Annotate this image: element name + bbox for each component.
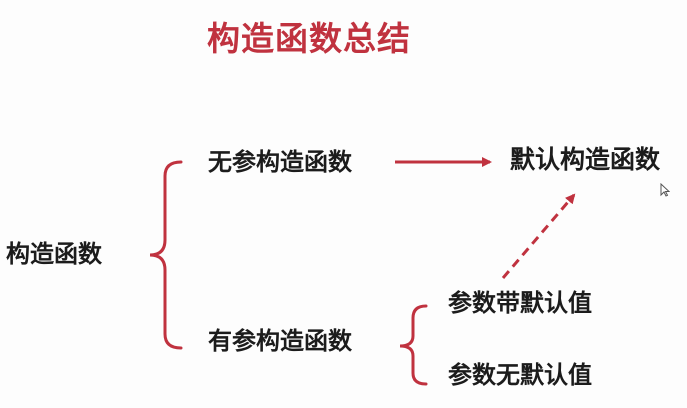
default-constructor-node: 默认构造函数	[510, 145, 661, 174]
dashed-arrow-icon	[501, 193, 576, 279]
page-title: 构造函数总结	[207, 19, 411, 58]
with-arg-constructor-node: 有参构造函数	[208, 327, 352, 355]
no-arg-constructor-node: 无参构造函数	[208, 148, 352, 176]
params-with-default-node: 参数带默认值	[448, 289, 592, 317]
left-brace-icon	[149, 160, 183, 350]
mouse-cursor-icon	[660, 183, 670, 197]
left-brace-icon	[399, 304, 428, 386]
root-node: 构造函数	[6, 240, 102, 268]
params-without-default-node: 参数无默认值	[448, 361, 592, 389]
